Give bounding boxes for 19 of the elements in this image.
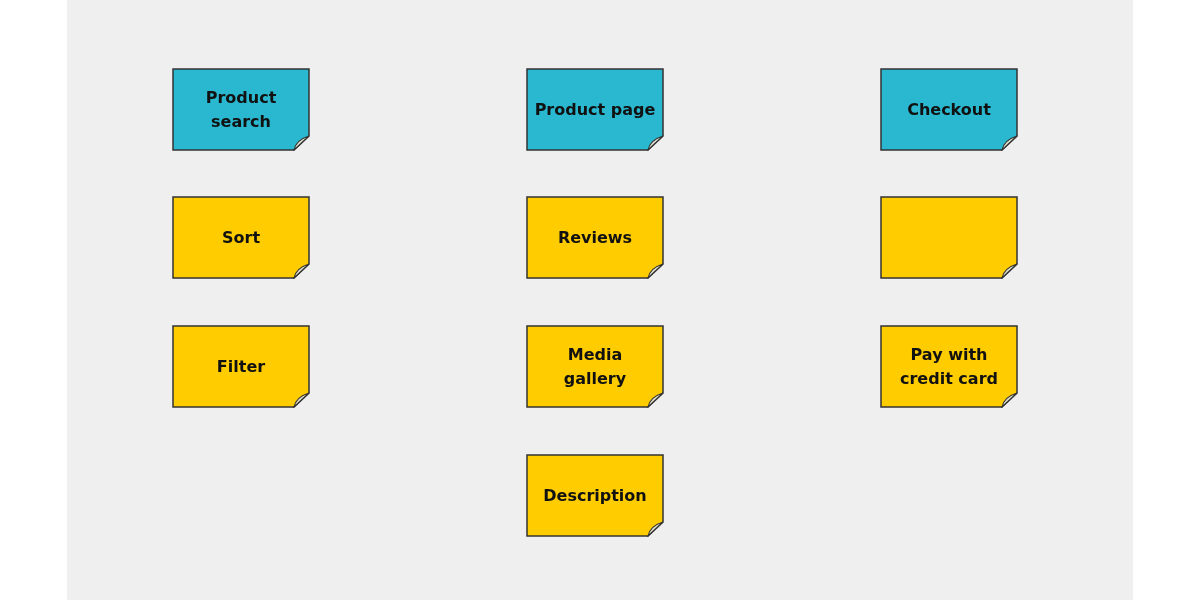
note-text: Description xyxy=(542,484,648,507)
note-text: Product page xyxy=(534,98,656,121)
sticky-note xyxy=(526,68,664,151)
note-text: Pay with credit card xyxy=(899,343,999,390)
sticky-note xyxy=(172,196,310,279)
note-text: Checkout xyxy=(906,98,992,121)
note-text: Product search xyxy=(204,86,278,133)
note-text: Reviews xyxy=(556,226,634,249)
sticky-note xyxy=(880,68,1018,151)
sticky-note xyxy=(526,325,664,408)
note-text: Filter xyxy=(215,355,267,378)
sticky-note xyxy=(526,196,664,279)
sticky-note xyxy=(880,196,1018,279)
sticky-note xyxy=(172,68,310,151)
sticky-note xyxy=(880,325,1018,408)
note-text: Media gallery xyxy=(562,343,628,390)
sticky-note xyxy=(526,454,664,537)
note-text: Sort xyxy=(220,226,262,249)
sticky-note xyxy=(172,325,310,408)
